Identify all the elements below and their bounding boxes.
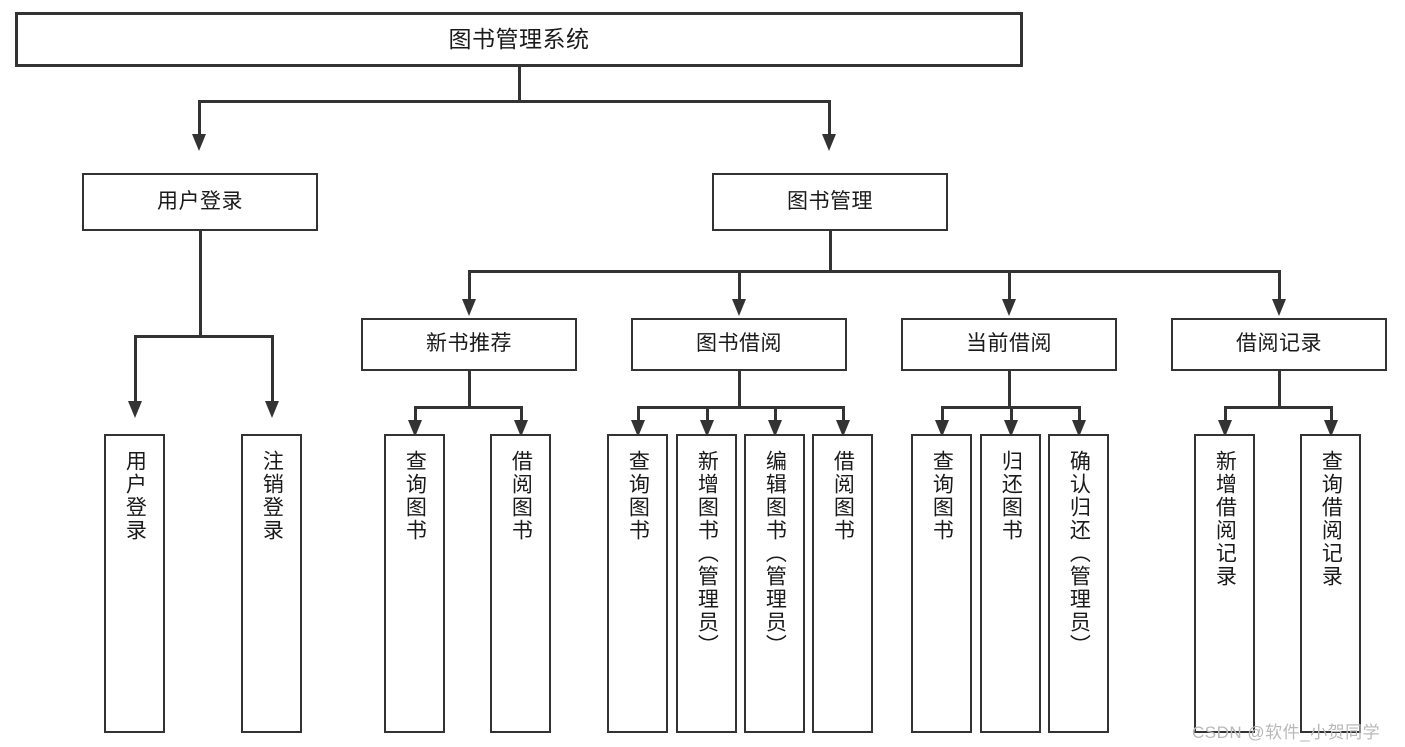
- leaf-bb-edit-book-admin[interactable]: 编辑图书（管理员）: [744, 434, 805, 733]
- arrowhead-nbr-leaf-1: [408, 420, 422, 437]
- arrowhead-bb-leaf-3: [768, 420, 782, 437]
- arrowhead-nbr-leaf-2: [514, 420, 528, 437]
- connector-user-login-stem: [199, 231, 202, 337]
- arrowhead-new-book-recommend: [462, 299, 476, 316]
- node-borrow-records[interactable]: 借阅记录: [1171, 318, 1387, 371]
- arrowhead-cb-leaf-2: [1004, 420, 1018, 437]
- connector-user-login-to-leaf-1: [134, 335, 137, 405]
- leaf-br-query-record[interactable]: 查询借阅记录: [1300, 434, 1361, 733]
- connector-borrow-records-bus: [1224, 406, 1332, 409]
- leaf-nbr-query-book[interactable]: 查询图书: [384, 434, 445, 733]
- arrowhead-borrow-records: [1272, 299, 1286, 316]
- node-label: 新增借阅记录: [1213, 450, 1237, 588]
- connector-root-to-user-login: [198, 100, 201, 138]
- leaf-bb-query-book[interactable]: 查询图书: [607, 434, 668, 733]
- leaf-cb-query-book[interactable]: 查询图书: [911, 434, 972, 733]
- connector-bb-leaf-1: [637, 406, 640, 424]
- node-label: 查询图书: [930, 450, 954, 542]
- connector-to-borrow-records: [1278, 270, 1281, 303]
- connector-borrow-records-stem: [1278, 371, 1281, 408]
- arrowhead-current-borrow: [1002, 299, 1016, 316]
- connector-current-borrow-stem: [1008, 371, 1011, 408]
- connector-level3-bus: [468, 270, 1280, 273]
- leaf-bb-add-book-admin[interactable]: 新增图书（管理员）: [676, 434, 737, 733]
- arrowhead-cb-leaf-1: [935, 420, 949, 437]
- node-label: 用户登录: [123, 450, 147, 542]
- connector-user-login-to-leaf-2: [271, 335, 274, 405]
- arrowhead-bb-leaf-1: [631, 420, 645, 437]
- connector-to-current-borrow: [1008, 270, 1011, 303]
- connector-nbr-leaf-1: [414, 406, 417, 424]
- connector-book-borrow-stem: [738, 371, 741, 408]
- connector-cb-leaf-1: [941, 406, 944, 424]
- node-label: 注销登录: [260, 450, 284, 542]
- node-label: 图书管理: [787, 189, 873, 213]
- node-label: 新书推荐: [426, 332, 512, 356]
- connector-to-book-borrow: [738, 270, 741, 303]
- connector-root-bus: [198, 100, 831, 103]
- arrowhead-user-login-leaf-1: [128, 401, 142, 418]
- connector-br-leaf-2: [1330, 406, 1333, 424]
- connector-br-leaf-1: [1224, 406, 1227, 424]
- leaf-bb-borrow-book[interactable]: 借阅图书: [812, 434, 873, 733]
- connector-to-new-book-recommend: [468, 270, 471, 303]
- connector-book-borrow-bus: [637, 406, 844, 409]
- connector-root-stem: [518, 67, 521, 102]
- connector-cb-leaf-2: [1010, 406, 1013, 424]
- node-label: 借阅图书: [509, 450, 533, 542]
- node-label: 确认归还（管理员）: [1067, 450, 1091, 657]
- node-current-borrow[interactable]: 当前借阅: [901, 318, 1117, 371]
- arrowhead-user-login-leaf-2: [265, 401, 279, 418]
- connector-user-login-bus: [134, 335, 273, 338]
- arrowhead-bb-leaf-2: [700, 420, 714, 437]
- leaf-user-login-logout[interactable]: 注销登录: [241, 434, 302, 733]
- node-label: 借阅图书: [831, 450, 855, 542]
- connector-nbr-leaf-2: [520, 406, 523, 424]
- node-new-book-recommend[interactable]: 新书推荐: [361, 318, 577, 371]
- node-label: 图书借阅: [696, 332, 782, 356]
- connector-cb-leaf-3: [1078, 406, 1081, 424]
- leaf-cb-return-book[interactable]: 归还图书: [980, 434, 1041, 733]
- connector-bb-leaf-2: [706, 406, 709, 424]
- connector-new-book-recommend-bus: [414, 406, 522, 409]
- node-root-book-management-system[interactable]: 图书管理系统: [15, 12, 1023, 67]
- arrowhead-root-to-user-login: [192, 134, 206, 151]
- leaf-nbr-borrow-book[interactable]: 借阅图书: [490, 434, 551, 733]
- node-label: 当前借阅: [966, 332, 1052, 356]
- node-label: 查询图书: [403, 450, 427, 542]
- node-label: 编辑图书（管理员）: [763, 450, 787, 657]
- node-label: 新增图书（管理员）: [695, 450, 719, 657]
- connector-book-management-stem: [829, 231, 832, 272]
- node-label: 查询图书: [626, 450, 650, 542]
- connector-new-book-recommend-stem: [468, 371, 471, 408]
- arrowhead-book-borrow: [732, 299, 746, 316]
- node-label: 用户登录: [157, 189, 243, 213]
- leaf-cb-confirm-return-admin[interactable]: 确认归还（管理员）: [1048, 434, 1109, 733]
- leaf-br-add-record[interactable]: 新增借阅记录: [1194, 434, 1255, 733]
- arrowhead-bb-leaf-4: [836, 420, 850, 437]
- leaf-user-login-login[interactable]: 用户登录: [104, 434, 165, 733]
- arrowhead-cb-leaf-3: [1072, 420, 1086, 437]
- connector-root-to-book-management: [828, 100, 831, 138]
- node-label: 图书管理系统: [448, 25, 590, 52]
- node-user-login[interactable]: 用户登录: [82, 173, 318, 231]
- connector-bb-leaf-3: [774, 406, 777, 424]
- csdn-watermark: CSDN @软件_小贺同学: [1192, 723, 1381, 742]
- node-label: 借阅记录: [1236, 332, 1322, 356]
- node-label: 归还图书: [999, 450, 1023, 542]
- connector-bb-leaf-4: [842, 406, 845, 424]
- arrowhead-br-leaf-1: [1218, 420, 1232, 437]
- node-label: 查询借阅记录: [1319, 450, 1343, 588]
- arrowhead-root-to-book-management: [822, 134, 836, 151]
- node-book-borrow[interactable]: 图书借阅: [631, 318, 847, 371]
- arrowhead-br-leaf-2: [1324, 420, 1338, 437]
- node-book-management[interactable]: 图书管理: [712, 173, 948, 231]
